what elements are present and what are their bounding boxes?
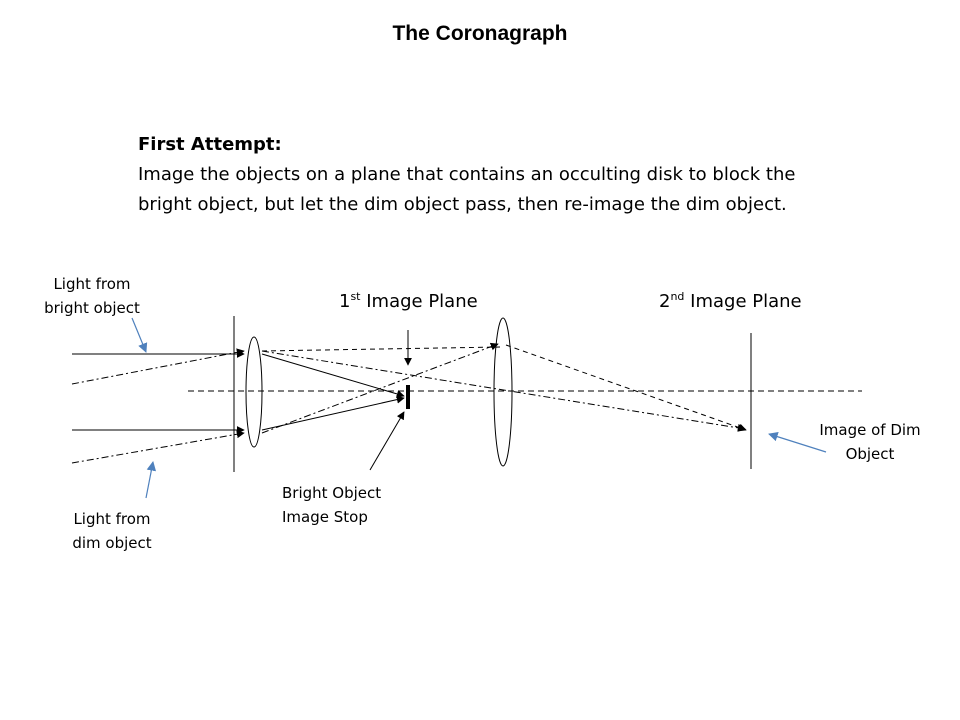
stop-label-line2: Image Stop (282, 508, 368, 526)
dim-light-callout-arrow (145, 461, 157, 499)
dim-image-callout-arrow (768, 432, 827, 453)
first-image-plane-label: 1st Image Plane (339, 290, 478, 312)
dim-ray-bottom-incoming (71, 430, 245, 464)
description-body: Image the objects on a plane that contai… (138, 164, 796, 215)
second-plane-suffix: nd (670, 290, 685, 303)
stop-callout-arrow (369, 411, 405, 471)
dim-image-label-line1: Image of Dim (819, 421, 921, 439)
slide-title: The Coronagraph (392, 22, 568, 45)
dim-light-label-line2: dim object (72, 534, 152, 552)
bright-ray-bottom-focus (261, 395, 405, 431)
dim-light-label: Light from dim object (42, 507, 182, 555)
first-plane-number: 1 (339, 291, 351, 312)
second-plane-text: Image Plane (684, 291, 802, 312)
description: First Attempt: Image the objects on a pl… (138, 130, 798, 220)
bright-object-image-stop (406, 385, 410, 409)
second-plane-number: 2 (659, 291, 671, 312)
first-lens (245, 336, 263, 448)
bright-light-label: Light from bright object (22, 272, 162, 320)
first-plane-suffix: st (350, 290, 361, 303)
bright-ray-top-focus (261, 353, 405, 398)
bright-light-label-line2: bright object (44, 299, 140, 317)
bright-light-label-line1: Light from (53, 275, 131, 293)
first-plane-text: Image Plane (360, 291, 478, 312)
dim-light-label-line1: Light from (73, 510, 151, 528)
bright-light-callout-arrow (131, 317, 148, 353)
second-image-plane-label: 2nd Image Plane (659, 290, 802, 312)
reimage-ray-to-second-plane (505, 344, 747, 432)
dim-image-label-line2: Object (845, 445, 895, 463)
dim-ray-bottom-through (261, 342, 499, 434)
dim-ray-top-through (261, 350, 746, 432)
stop-label-line1: Bright Object (282, 484, 382, 502)
description-heading: First Attempt: (138, 134, 282, 155)
reimage-ray-top (261, 346, 501, 352)
stop-label: Bright Object Image Stop (282, 481, 381, 529)
dim-image-label: Image of Dim Object (800, 418, 940, 466)
second-lens (493, 317, 513, 467)
dim-ray-top-incoming (71, 348, 245, 385)
